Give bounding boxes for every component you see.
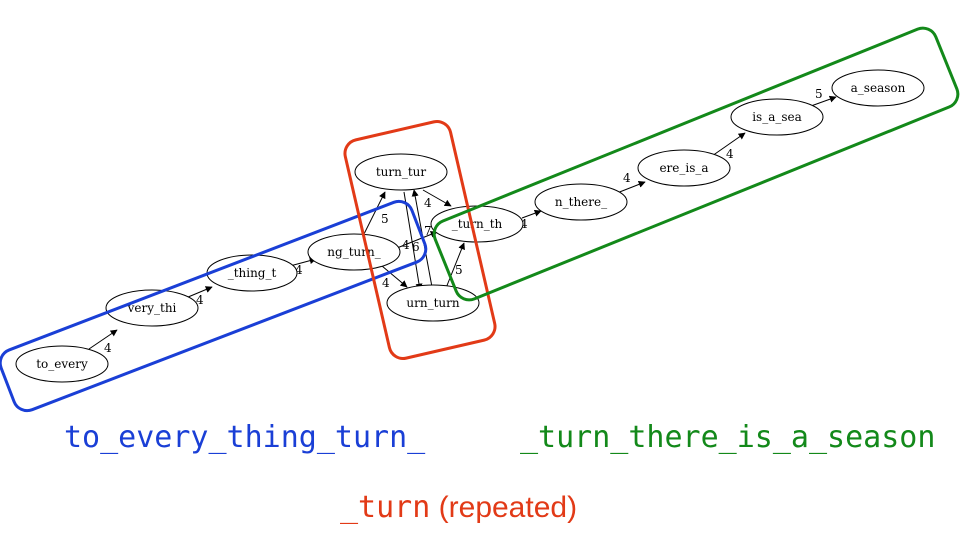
edge-label-ng_turn-urn_turn: 4 bbox=[382, 276, 390, 290]
node-thing_t: _thing_t bbox=[206, 254, 298, 292]
node-ng_turn: ng_turn_ bbox=[307, 233, 401, 271]
node-label: a_season bbox=[851, 81, 906, 95]
node-label: very_thi bbox=[127, 301, 177, 315]
edge-ng_turn-turn_th-a bbox=[391, 231, 438, 251]
edge-ng_turn-turn_tur bbox=[363, 191, 386, 235]
node-ere_is_a: ere_is_a bbox=[637, 149, 731, 187]
edge-urn_turn-turn_th bbox=[445, 242, 465, 289]
highlight-boxes bbox=[0, 26, 960, 413]
edge-n_there-ere_is_a bbox=[616, 181, 646, 194]
edge-label-ng_turn-turn_th-a: 4 bbox=[402, 238, 410, 252]
red-caption: _turn (repeated) bbox=[340, 490, 577, 525]
green-caption: _turn_there_is_a_season bbox=[520, 420, 936, 455]
edge-label-urn_turn-turn_th: 5 bbox=[455, 263, 463, 277]
node-label: is_a_sea bbox=[752, 110, 802, 124]
edge-turn_th-n_there bbox=[521, 209, 542, 219]
red-highlight-box bbox=[343, 120, 497, 360]
node-label: _turn_th bbox=[452, 217, 503, 231]
edge-label-thing_t-ng_turn: 4 bbox=[295, 263, 303, 277]
edge-label-extra-6: 6 bbox=[412, 240, 420, 254]
edge-turn_tur-turn_th bbox=[422, 189, 452, 207]
edge-thing_t-ng_turn bbox=[289, 257, 317, 267]
nodes: to_every very_thi _thing_t ng_turn_ turn… bbox=[15, 69, 925, 383]
node-label: urn_turn bbox=[406, 296, 459, 310]
edge-label-is_a_sea-a_season: 5 bbox=[815, 87, 823, 101]
edge-label-very_thi-thing_t: 4 bbox=[196, 293, 204, 307]
edge-to_every-very_thi bbox=[88, 329, 118, 350]
node-label: _thing_t bbox=[228, 266, 277, 280]
node-turn_tur: turn_tur bbox=[354, 153, 448, 191]
node-label: ere_is_a bbox=[659, 161, 708, 175]
edge-ng_turn-urn_turn bbox=[381, 265, 408, 288]
edge-label-to_every-very_thi: 4 bbox=[104, 341, 112, 355]
node-n_there: n_there_ bbox=[534, 183, 628, 221]
edge-is_a_sea-a_season bbox=[810, 95, 837, 107]
node-very_thi: very_thi bbox=[105, 289, 199, 327]
node-urn_turn: urn_turn bbox=[386, 284, 480, 322]
node-label: turn_tur bbox=[376, 165, 427, 179]
edge-turn_tur-urn_turn bbox=[403, 191, 423, 291]
edge-label-n_there-ere_is_a: 4 bbox=[623, 171, 631, 185]
node-a_season: a_season bbox=[831, 69, 925, 107]
node-label: n_there_ bbox=[555, 195, 607, 209]
node-label: ng_turn_ bbox=[327, 245, 380, 259]
edge-label-ng_turn-turn_th-b: 7 bbox=[424, 224, 432, 238]
edge-labels: 4 4 4 5 4 6 7 4 4 5 4 4 4 5 bbox=[104, 87, 823, 355]
edge-label-ng_turn-turn_tur: 5 bbox=[381, 212, 389, 226]
node-turn_th: _turn_th bbox=[430, 205, 524, 243]
blue-highlight-box bbox=[0, 199, 428, 413]
red-caption-text: (repeated) bbox=[430, 491, 578, 524]
blue-caption: to_every_thing_turn_ bbox=[64, 420, 426, 455]
node-to_every: to_every bbox=[15, 345, 109, 383]
edge-ere_is_a-is_a_sea bbox=[711, 132, 746, 157]
edge-label-turn_th-n_there: 4 bbox=[520, 217, 528, 231]
edge-label-ere_is_a-is_a_sea: 4 bbox=[726, 147, 734, 161]
green-highlight-box bbox=[432, 26, 960, 302]
edge-label-turn_tur-turn_th: 4 bbox=[424, 196, 432, 210]
node-is_a_sea: is_a_sea bbox=[730, 98, 824, 136]
node-label: to_every bbox=[36, 357, 88, 371]
red-caption-code: _turn bbox=[340, 490, 431, 525]
